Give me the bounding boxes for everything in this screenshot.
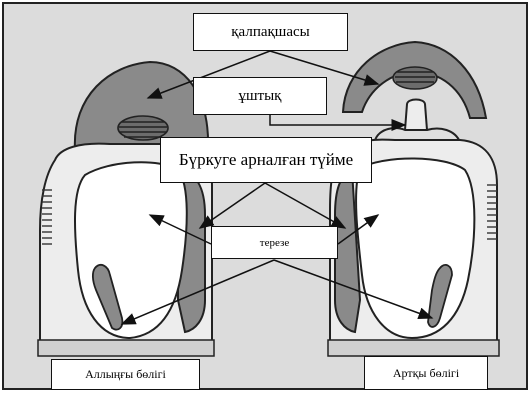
back-base bbox=[328, 340, 499, 356]
label-back-part: Артқы бөлігі bbox=[364, 356, 488, 390]
back-device bbox=[328, 42, 499, 356]
arrow-nozzle bbox=[270, 115, 405, 125]
label-window: терезе bbox=[211, 226, 338, 259]
front-inner-panel bbox=[75, 162, 187, 338]
label-cap: қалпақшасы bbox=[193, 13, 348, 51]
label-front-part: Аллыңғы бөлігі bbox=[51, 359, 200, 390]
front-device bbox=[38, 62, 214, 356]
back-cap-vent bbox=[393, 67, 437, 89]
front-base bbox=[38, 340, 214, 356]
back-nozzle bbox=[405, 100, 427, 131]
label-spray-button: Бүркуге арналған түйме bbox=[160, 137, 372, 183]
label-nozzle: ұштық bbox=[193, 77, 327, 115]
